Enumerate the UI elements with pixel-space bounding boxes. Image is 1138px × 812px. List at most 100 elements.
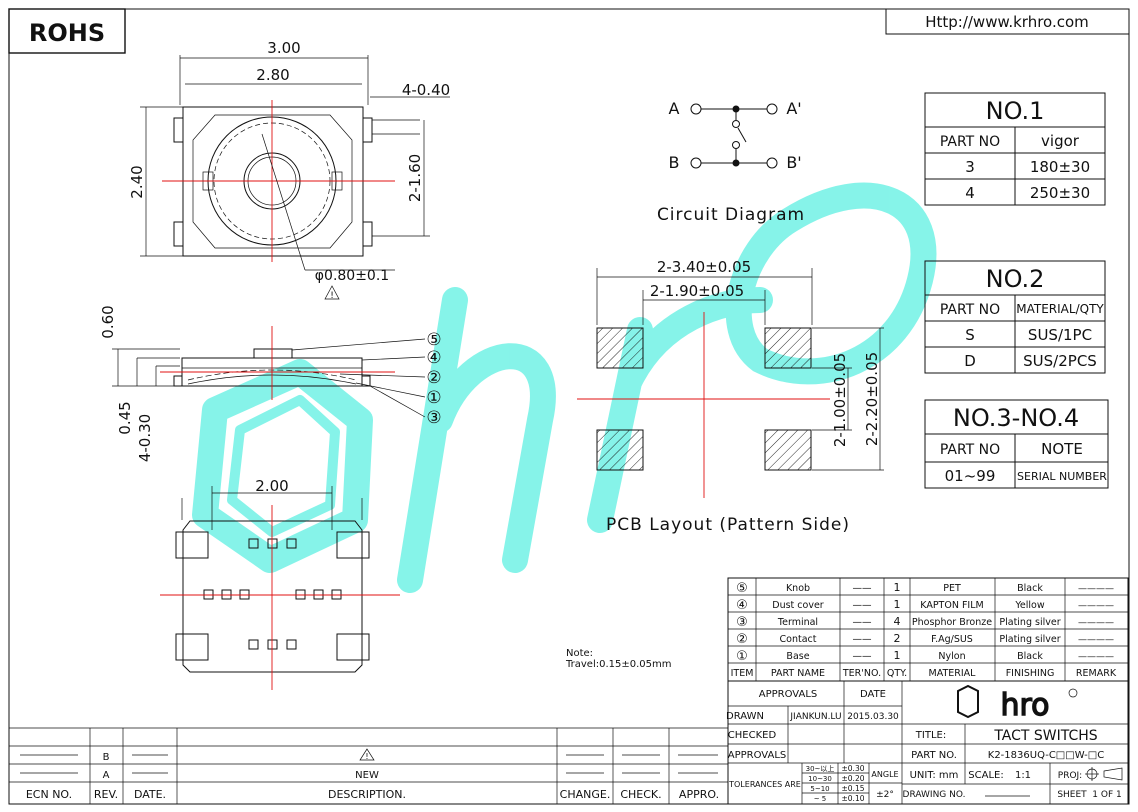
title-value: TACT SWITCHS — [993, 728, 1097, 744]
bom-cell: PET — [943, 583, 961, 594]
dim-pcb-inner-height: 2-1.00±0.05 — [831, 353, 849, 447]
bom-cell: ———— — [1078, 601, 1114, 611]
circuit-label-a: A — [669, 99, 680, 118]
dim-pcb-inner-width: 2-1.90±0.05 — [650, 282, 744, 300]
bom-cell: Black — [1017, 651, 1043, 662]
table-no34-head: PART NO — [940, 442, 1000, 458]
bom-cell: ① — [736, 649, 748, 664]
bom-cell: Black — [1017, 583, 1043, 594]
table-no1-cell: 250±30 — [1030, 184, 1090, 202]
rohs-badge — [8, 8, 126, 54]
revision-head: APPRO. — [679, 788, 719, 801]
bom-cell: ———— — [1078, 635, 1114, 645]
bom-head: MATERIAL — [929, 668, 977, 679]
bom-head: REMARK — [1076, 668, 1117, 679]
circuit-label-a2: A' — [786, 99, 801, 118]
url-box — [885, 8, 1130, 35]
table-no34-cell: SERIAL NUMBER — [1017, 470, 1107, 483]
circuit-label-b: B — [669, 153, 680, 172]
switch-body-bottom — [182, 520, 363, 673]
tolerances-label: TOLERANCES ARE — [728, 780, 801, 789]
title-block: APPROVALS DATE DRAWN JIANKUN.LU 2015.03.… — [726, 680, 1129, 805]
angle-value: ±2° — [876, 790, 894, 800]
bom-cell: Yellow — [1014, 600, 1044, 611]
tol-range: 10~30 — [808, 775, 832, 783]
revision-head: CHECK. — [620, 788, 661, 801]
dim-pcb-outer-height: 2-2.20±0.05 — [863, 352, 881, 446]
dim-pin-pitch: 2-1.60 — [406, 154, 424, 202]
bom-cell: Phosphor Bronze — [912, 617, 992, 628]
dim-height: 2.40 — [128, 165, 146, 198]
hro-logo-icon — [957, 684, 979, 719]
bom-cell: —— — [853, 634, 873, 645]
checked-label: CHECKED — [728, 730, 777, 741]
bom-cell: KAPTON FILM — [920, 600, 983, 611]
tol-value: ±0.20 — [842, 774, 865, 783]
table-no2-cell: SUS/1PC — [1028, 326, 1092, 344]
bom-head: FINISHING — [1006, 668, 1055, 679]
svg-text:!: ! — [365, 752, 368, 761]
bom-head: PART NAME — [771, 668, 825, 679]
tol-range: 30~以上 — [806, 764, 835, 773]
bom-head: QTY. — [887, 668, 907, 679]
svg-text:!: ! — [330, 291, 334, 301]
scale-value: 1:1 — [1015, 770, 1031, 781]
bom-cell: F.Ag/SUS — [931, 634, 973, 645]
note: Note: Travel:0.15±0.05mm — [565, 648, 672, 670]
table-no1-title: NO.1 — [986, 97, 1045, 125]
revision-rev: B — [103, 752, 110, 763]
website-url[interactable]: Http://www.krhro.com — [925, 13, 1089, 31]
part-no-value: K2-1836UQ-C□□W-□C — [988, 750, 1104, 761]
rohs-label: ROHS — [29, 19, 105, 47]
dim-pin-width: 4-0.40 — [402, 81, 450, 99]
revision-table: B ! A NEW ECN NO. REV. DATE. DESCRIPTION… — [9, 727, 728, 804]
callout-4: ④ — [426, 348, 441, 368]
drawn-by: JIANKUN.LU — [789, 712, 841, 722]
circuit-title: Circuit Diagram — [657, 205, 805, 225]
dim-body-height: 0.45 — [116, 401, 134, 434]
dim-knob-diameter: φ0.80±0.1 — [315, 268, 389, 284]
sheet-value: 1 OF 1 — [1092, 790, 1121, 800]
dim-terminal: 4-0.30 — [136, 414, 154, 462]
title-label: TITLE: — [915, 730, 946, 741]
bom-cell: 4 — [894, 615, 901, 628]
table-no1-cell: 3 — [965, 158, 975, 176]
approvals-label: APPROVALS — [759, 689, 818, 700]
part-no-label: PART NO. — [911, 750, 957, 761]
circuit-label-b2: B' — [786, 153, 801, 172]
date-label: DATE — [860, 689, 886, 700]
dim-bottom-width: 2.00 — [255, 477, 288, 495]
revision-description: NEW — [355, 770, 379, 781]
table-no1-cell: 4 — [965, 184, 975, 202]
bom-head: TER'NO. — [842, 668, 881, 679]
revision-rev: A — [103, 770, 110, 781]
pcb-pad-top-right — [764, 327, 812, 369]
bom-cell: 1 — [894, 581, 901, 594]
bom-cell: Plating silver — [999, 634, 1060, 645]
tol-range: ~ 5 — [814, 795, 827, 803]
bom-cell: ⑤ — [736, 581, 748, 596]
bom-cell: Contact — [780, 634, 817, 645]
note-heading: Note: — [566, 648, 593, 659]
revision-head: CHANGE. — [560, 788, 611, 801]
revision-head: ECN NO. — [26, 788, 72, 801]
bom-cell: —— — [853, 600, 873, 611]
bom-cell: 1 — [894, 649, 901, 662]
bom-head: ITEM — [731, 668, 754, 679]
pcb-pad-bottom-left — [596, 429, 644, 471]
revision-head: REV. — [94, 788, 118, 801]
note-travel: Travel:0.15±0.05mm — [565, 659, 672, 670]
table-no3-no4: NO.3-NO.4 PART NO NOTE 01~99 SERIAL NUMB… — [924, 399, 1109, 489]
bom-cell: —— — [853, 651, 873, 662]
drawn-label: DRAWN — [726, 711, 764, 722]
hro-logo-text: hro — [1000, 688, 1049, 723]
tol-value: ±0.15 — [842, 784, 865, 793]
top-view: 3.00 2.80 2.40 4-0.40 2-1.60 — [128, 39, 450, 301]
tol-range: 5~10 — [810, 785, 829, 793]
table-no1-cell: 180±30 — [1030, 158, 1090, 176]
bom-cell: Plating silver — [999, 617, 1060, 628]
table-no34-title: NO.3-NO.4 — [953, 404, 1079, 432]
bom-cell: Nylon — [938, 651, 965, 662]
